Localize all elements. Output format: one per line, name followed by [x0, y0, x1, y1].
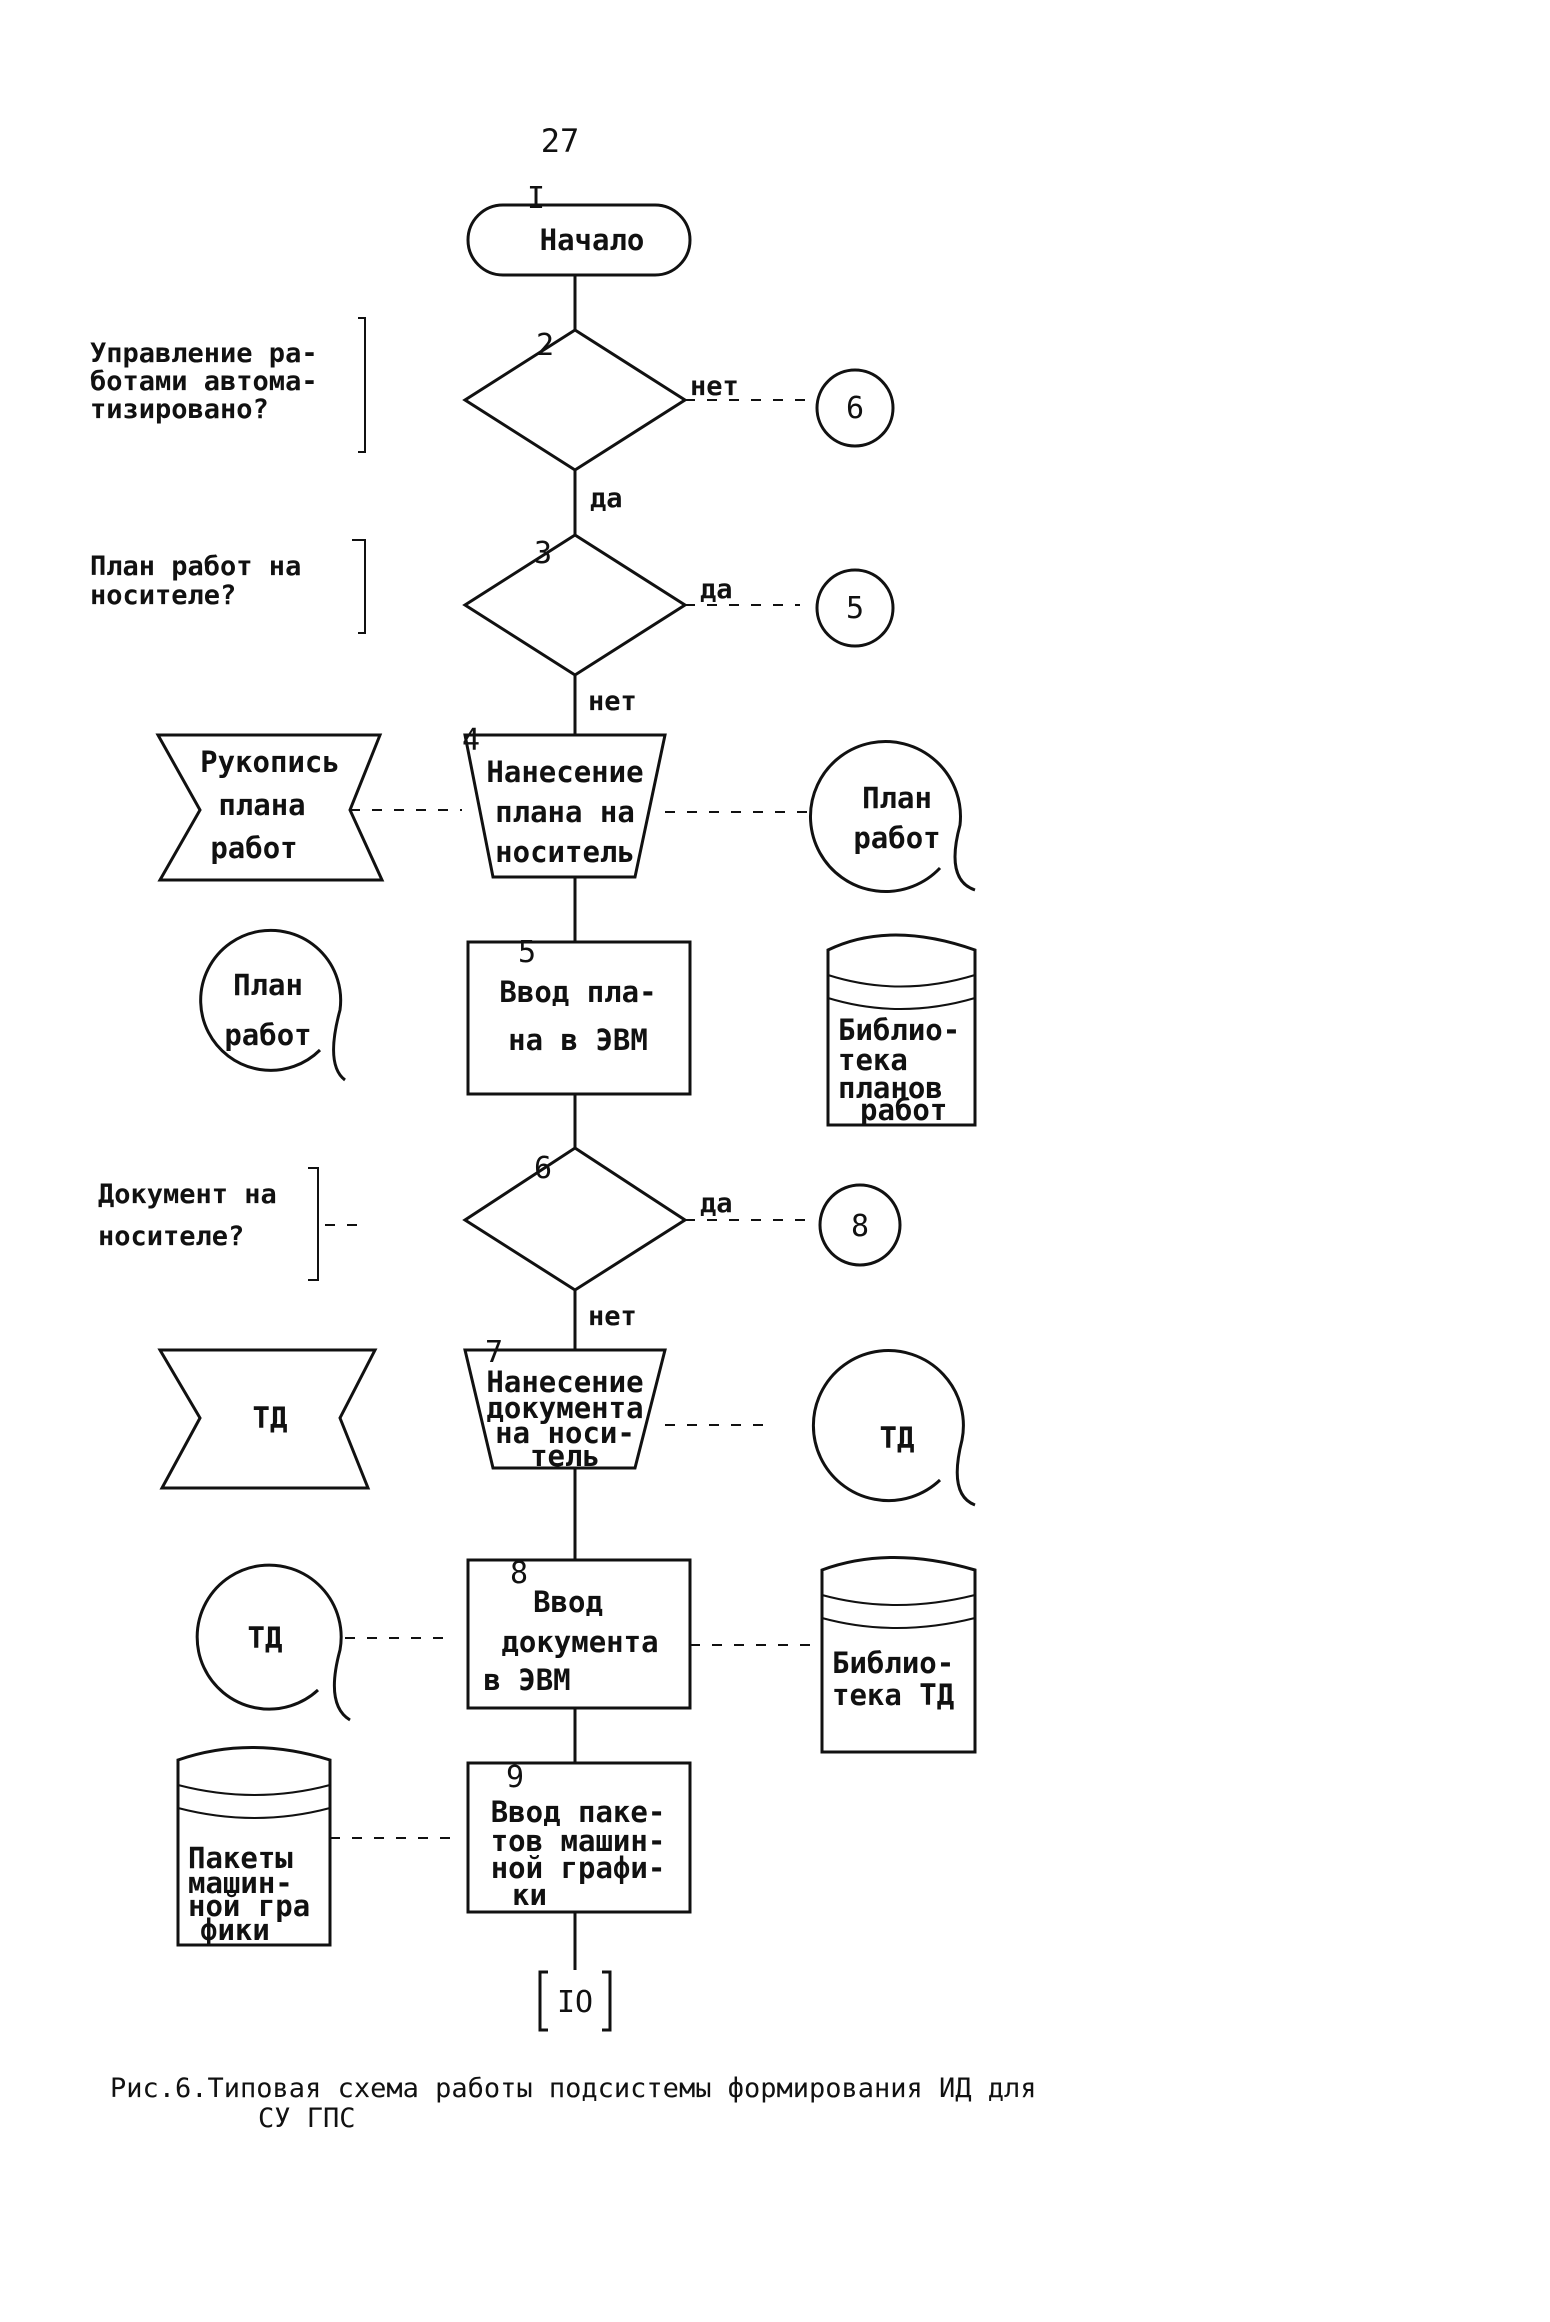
- node-decision-document-on-media-number: 6: [534, 1151, 552, 1186]
- node-input-plan-line-1: Ввод пла-: [499, 975, 656, 1009]
- manual-input-td: ТД: [157, 1348, 378, 1490]
- comment-automated-line-2: ботами автома-: [90, 366, 318, 397]
- node-input-plan-number: 5: [518, 935, 536, 970]
- label-plan-on-media-no: нет: [588, 686, 637, 717]
- figure-caption-line-1: Рис.6.Типовая схема работы подсистемы фо…: [110, 2073, 1037, 2104]
- node-input-document-number: 8: [510, 1556, 528, 1591]
- node-put-plan-on-media-line-1: Нанесение: [486, 755, 643, 789]
- graphics-packages-line-1: Пакеты: [188, 1841, 293, 1875]
- branch-plan-on-media-yes: да 5: [685, 568, 895, 648]
- document-plan-left-line-2: работ: [224, 1018, 311, 1052]
- node-input-graphics-packages-number: 9: [506, 1760, 524, 1795]
- node-input-document-line-3: в ЭВМ: [483, 1663, 570, 1697]
- document-plan-right-line-1: План: [862, 781, 932, 815]
- label-document-on-media-no: нет: [588, 1301, 637, 1332]
- node-put-document-on-media: 7 Нанесение документа на носи- тель: [463, 1335, 667, 1473]
- td-library-line-2: тека ТД: [832, 1678, 954, 1712]
- node-put-document-on-media-line-3: на носи-: [495, 1416, 635, 1450]
- manual-input-td-label: ТД: [253, 1401, 288, 1435]
- graphics-packages-line-4: фики: [200, 1913, 270, 1947]
- label-document-on-media-yes: да: [700, 1188, 733, 1219]
- plan-library-line-1: Библио-: [838, 1013, 960, 1047]
- comment-document-on-media-line-1: Документ на: [98, 1179, 277, 1210]
- document-plan-right-line-2: работ: [853, 821, 940, 855]
- graphics-packages-line-2: машин-: [188, 1866, 293, 1900]
- plan-library-line-4: работ: [860, 1093, 947, 1127]
- node-input-graphics-packages: 9 Ввод паке- тов машин- ной графи- ки: [466, 1760, 692, 1914]
- comment-document-on-media: Документ на носителе?: [98, 1167, 360, 1281]
- node-put-plan-on-media: 4 Нанесение плана на носитель: [462, 723, 667, 879]
- node-input-plan-line-2: на в ЭВМ: [508, 1023, 648, 1057]
- label-plan-on-media-yes: да: [700, 574, 733, 605]
- comment-automated: Управление ра- ботами автома- тизировано…: [90, 317, 366, 453]
- node-input-graphics-packages-line-2: тов машин-: [491, 1824, 666, 1858]
- node-input-graphics-packages-line-4: ки: [512, 1878, 547, 1912]
- branch-document-on-media-yes: да 8: [685, 1183, 902, 1267]
- storage-td-library: Библио- тека ТД: [820, 1556, 977, 1754]
- node-input-document: 8 Ввод документа в ЭВМ: [466, 1556, 692, 1710]
- comment-plan-on-media-line-2: носителе?: [90, 580, 236, 611]
- graphics-packages-line-3: ной гра: [188, 1889, 310, 1923]
- node-continue-10-label: IO: [557, 1985, 593, 2020]
- node-decision-plan-on-media-number: 3: [534, 536, 552, 571]
- node-decision-document-on-media: 6: [462, 1146, 688, 1292]
- node-start-label: Начало: [540, 223, 645, 257]
- comment-plan-on-media-line-1: План работ на: [90, 551, 301, 582]
- connector-6-top-label: 6: [846, 391, 864, 426]
- comment-automated-line-3: тизировано?: [90, 394, 269, 425]
- node-put-document-on-media-line-1: Нанесение: [486, 1365, 643, 1399]
- node-input-plan: 5 Ввод пла- на в ЭВМ: [466, 935, 692, 1096]
- node-continue-10: IO: [538, 1970, 612, 2032]
- node-start-number: I: [527, 181, 545, 216]
- connector-8-label: 8: [851, 1209, 869, 1244]
- node-decision-automated: 2: [462, 328, 688, 472]
- label-automated-no: нет: [690, 371, 739, 402]
- manuscript-line-2: плана: [218, 788, 305, 822]
- document-plan-left: План работ: [199, 928, 346, 1082]
- manuscript-line-3: работ: [210, 831, 297, 865]
- node-put-document-on-media-number: 7: [485, 1335, 503, 1370]
- document-plan-left-line-1: План: [233, 968, 303, 1002]
- document-plan-right: План работ: [808, 740, 976, 893]
- node-input-document-line-1: Ввод: [533, 1585, 603, 1619]
- node-put-document-on-media-line-4: тель: [530, 1439, 600, 1473]
- node-put-plan-on-media-line-3: носитель: [495, 835, 635, 869]
- node-start: I Начало: [466, 181, 692, 277]
- node-input-graphics-packages-line-3: ной графи-: [491, 1851, 666, 1885]
- document-td-left-label: ТД: [248, 1621, 283, 1655]
- node-decision-plan-on-media: 3: [462, 533, 688, 677]
- plan-library-line-3: планов: [838, 1071, 943, 1105]
- td-library-line-1: Библио-: [832, 1646, 954, 1680]
- plan-library-line-2: тека: [838, 1043, 908, 1077]
- document-td-right: ТД: [811, 1349, 976, 1507]
- comment-automated-line-1: Управление ра-: [90, 338, 318, 369]
- node-put-document-on-media-line-2: документа: [486, 1391, 643, 1425]
- branch-automated-no: нет 6: [685, 368, 895, 448]
- figure-caption-line-2: СУ ГПС: [258, 2103, 356, 2134]
- document-td-left: ТД: [195, 1563, 351, 1722]
- connector-5-label: 5: [846, 591, 864, 626]
- manual-input-manuscript: Рукопись плана работ: [155, 733, 385, 882]
- node-decision-automated-number: 2: [536, 328, 554, 363]
- node-input-document-line-2: документа: [501, 1625, 658, 1659]
- comment-document-on-media-line-2: носителе?: [98, 1221, 244, 1252]
- node-put-plan-on-media-line-2: плана на: [495, 795, 635, 829]
- connector-8: [818, 1183, 902, 1267]
- comment-plan-on-media: План работ на носителе?: [90, 539, 366, 634]
- storage-plan-library: Библио- тека планов работ: [826, 933, 977, 1127]
- node-put-plan-on-media-number: 4: [462, 723, 480, 758]
- document-td-right-label: ТД: [880, 1421, 915, 1455]
- manuscript-line-1: Рукопись: [200, 745, 340, 779]
- connector-5: [815, 568, 895, 648]
- node-input-graphics-packages-line-1: Ввод паке-: [491, 1795, 666, 1829]
- connector-6-top: [815, 368, 895, 448]
- label-automated-yes: да: [590, 483, 623, 514]
- page-number: 27: [541, 122, 580, 160]
- storage-graphics-packages: Пакеты машин- ной гра фики: [176, 1746, 332, 1947]
